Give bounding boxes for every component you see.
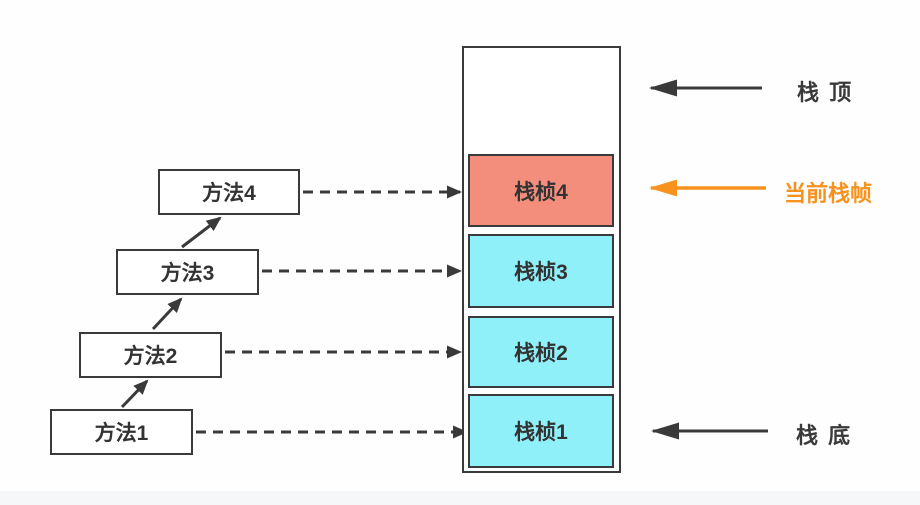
- current-frame-label: 当前栈帧: [784, 181, 873, 206]
- stack-container: 栈桢4 栈桢3 栈桢2 栈桢1: [462, 46, 621, 473]
- footer-strip: [0, 491, 920, 505]
- method-1-label: 方法1: [94, 422, 149, 445]
- call-arrow-method3-to-method4: [181, 216, 222, 249]
- stack-bottom-label: 栈 底: [796, 423, 853, 448]
- stack-frame-1: 栈桢1: [468, 394, 614, 468]
- stack-frame-1-label: 栈桢1: [514, 421, 568, 444]
- stack-top-label: 栈 顶: [797, 80, 854, 105]
- method-box-2: 方法2: [79, 332, 222, 378]
- stack-frame-2: 栈桢2: [468, 316, 614, 388]
- method-2-label: 方法2: [123, 345, 178, 368]
- stack-frame-3: 栈桢3: [468, 234, 614, 308]
- call-arrow-method2-to-method3: [151, 297, 183, 331]
- method-4-label: 方法4: [202, 182, 256, 205]
- stack-frame-2-label: 栈桢2: [514, 342, 568, 365]
- stack-frame-3-label: 栈桢3: [514, 261, 568, 284]
- call-arrow-method1-to-method2: [120, 379, 149, 409]
- method-box-3: 方法3: [116, 249, 259, 295]
- stack-frame-4-current: 栈桢4: [468, 154, 614, 227]
- stack-frame-4-label: 栈桢4: [514, 180, 568, 204]
- method-box-4: 方法4: [158, 169, 300, 215]
- method-3-label: 方法3: [160, 262, 215, 285]
- method-box-1: 方法1: [50, 409, 193, 455]
